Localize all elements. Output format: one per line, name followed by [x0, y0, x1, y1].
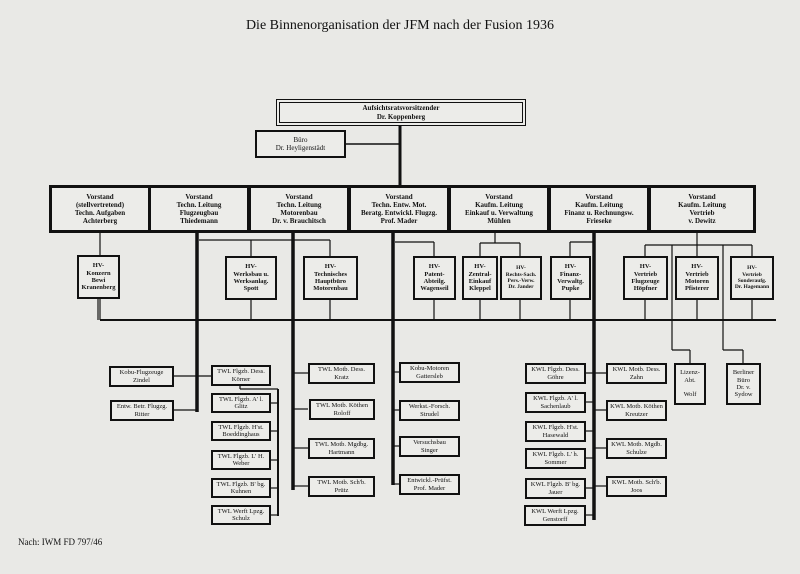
board-member-box: Vorstand Techn. Leitung Flugzeugbau Thie…	[148, 185, 250, 233]
department-box: HV- Vertrieb Motoren Pfisterer	[675, 256, 719, 300]
board-member-box: Vorstand Techn. Leitung Motorenbau Dr. v…	[248, 185, 350, 233]
board-member-box: Vorstand Techn. Entw. Mot. Beratg. Entwi…	[348, 185, 450, 233]
unit-box: KWL Motb. Mgdb. Schulze	[606, 438, 667, 459]
office-box: Büro Dr. Heyligenstädt	[255, 130, 346, 158]
department-box: HV- Rechts-Sach. Pers.-Verw. Dr. Jander	[500, 256, 542, 300]
unit-box: TWL Motb. Sch'b. Prütz	[308, 476, 375, 497]
unit-box: KWL Flgzb. L' h. Sommer	[525, 448, 586, 469]
unit-box: TWL Flgzb. Dess. Körner	[211, 365, 271, 386]
board-member-box: Vorstand (stellvertretend) Techn. Aufgab…	[49, 185, 151, 233]
unit-box: TWL Motb. Mgdbg. Hartmann	[308, 438, 375, 459]
unit-box: KWL Motb. Dess. Zahn	[606, 363, 667, 384]
chart-title: Die Binnenorganisation der JFM nach der …	[245, 18, 555, 33]
department-box: HV- Vertrieb Sonderaufg. Dr. Hagemann	[730, 256, 774, 300]
unit-box: Kobu-Flugzeuge Zindel	[109, 366, 174, 387]
unit-box: TWL Motb. Köthen Roloff	[309, 399, 375, 420]
unit-box: TWL Werft Lpzg. Schulz	[211, 505, 271, 525]
unit-box: TWL Flgzb. L' H. Weber	[211, 450, 271, 470]
unit-box: KWL Flgzb. A' l. Sachenlaub	[525, 392, 586, 413]
department-box: HV- Werksbau u. Werksanlag. Spott	[225, 256, 277, 300]
department-box: HV- Patent- Abteilg. Wagenseil	[413, 256, 456, 300]
unit-box: KWL Motb. Sch'b. Joos	[606, 476, 667, 497]
source-note: Nach: IWM FD 797/46	[18, 537, 103, 547]
unit-box: Versuchsbau Singer	[399, 436, 460, 457]
board-member-box: Vorstand Kaufm. Leitung Vertrieb v. Dewi…	[648, 185, 756, 233]
department-box: HV- Konzern Bewi Kranenberg	[77, 255, 120, 299]
unit-box: TWL Flgzb. B' bg. Kuhnen	[211, 478, 271, 498]
department-box: HV- Vertrieb Flugzeuge Höpfner	[623, 256, 668, 300]
unit-box: Lizenz- Abt. Wolf	[674, 363, 706, 405]
unit-box: Kobu-Motoren Gattersleb	[399, 362, 460, 383]
unit-box: KWL Flgzb. H'st. Hasewald	[525, 421, 586, 442]
department-box: HV- Finanz- Verwaltg. Pupke	[550, 256, 591, 300]
unit-box: Entw. Betr. Flugzg. Ritter	[110, 400, 174, 421]
unit-box: Werkst.-Forsch. Strudel	[399, 400, 460, 421]
department-box: HV- Technisches Hauptbüro Motorenbau	[303, 256, 358, 300]
unit-box: TWL Motb. Dess. Kratz	[308, 363, 375, 384]
unit-box: KWL Flgzb. Dess. Göhre	[525, 363, 586, 384]
unit-box: KWL Werft Lpzg. Genstorff	[524, 505, 586, 526]
unit-box: KWL Motb. Köthen Kreutzer	[606, 400, 667, 421]
unit-box: Entwickl.-Prüfst. Prof. Mader	[399, 474, 460, 495]
board-member-box: Vorstand Kaufm. Leitung Finanz u. Rechnu…	[548, 185, 650, 233]
unit-box: Berliner Büro Dr. v. Sydow	[726, 363, 761, 405]
supervisory-board-chair-box: Aufsichtsratsvorsitzender Dr. Koppenberg	[276, 99, 526, 126]
unit-box: TWL Flgzb. H'st. Boeddinghaus	[211, 421, 271, 441]
unit-box: KWL Flgzb. B' bg. Jauer	[525, 478, 586, 499]
department-box: HV- Zentral- Einkauf Kleppel	[462, 256, 498, 300]
board-member-box: Vorstand Kaufm. Leitung Einkauf u. Verwa…	[448, 185, 550, 233]
unit-box: TWL Flgzb. A' l. Glitz	[211, 393, 271, 413]
